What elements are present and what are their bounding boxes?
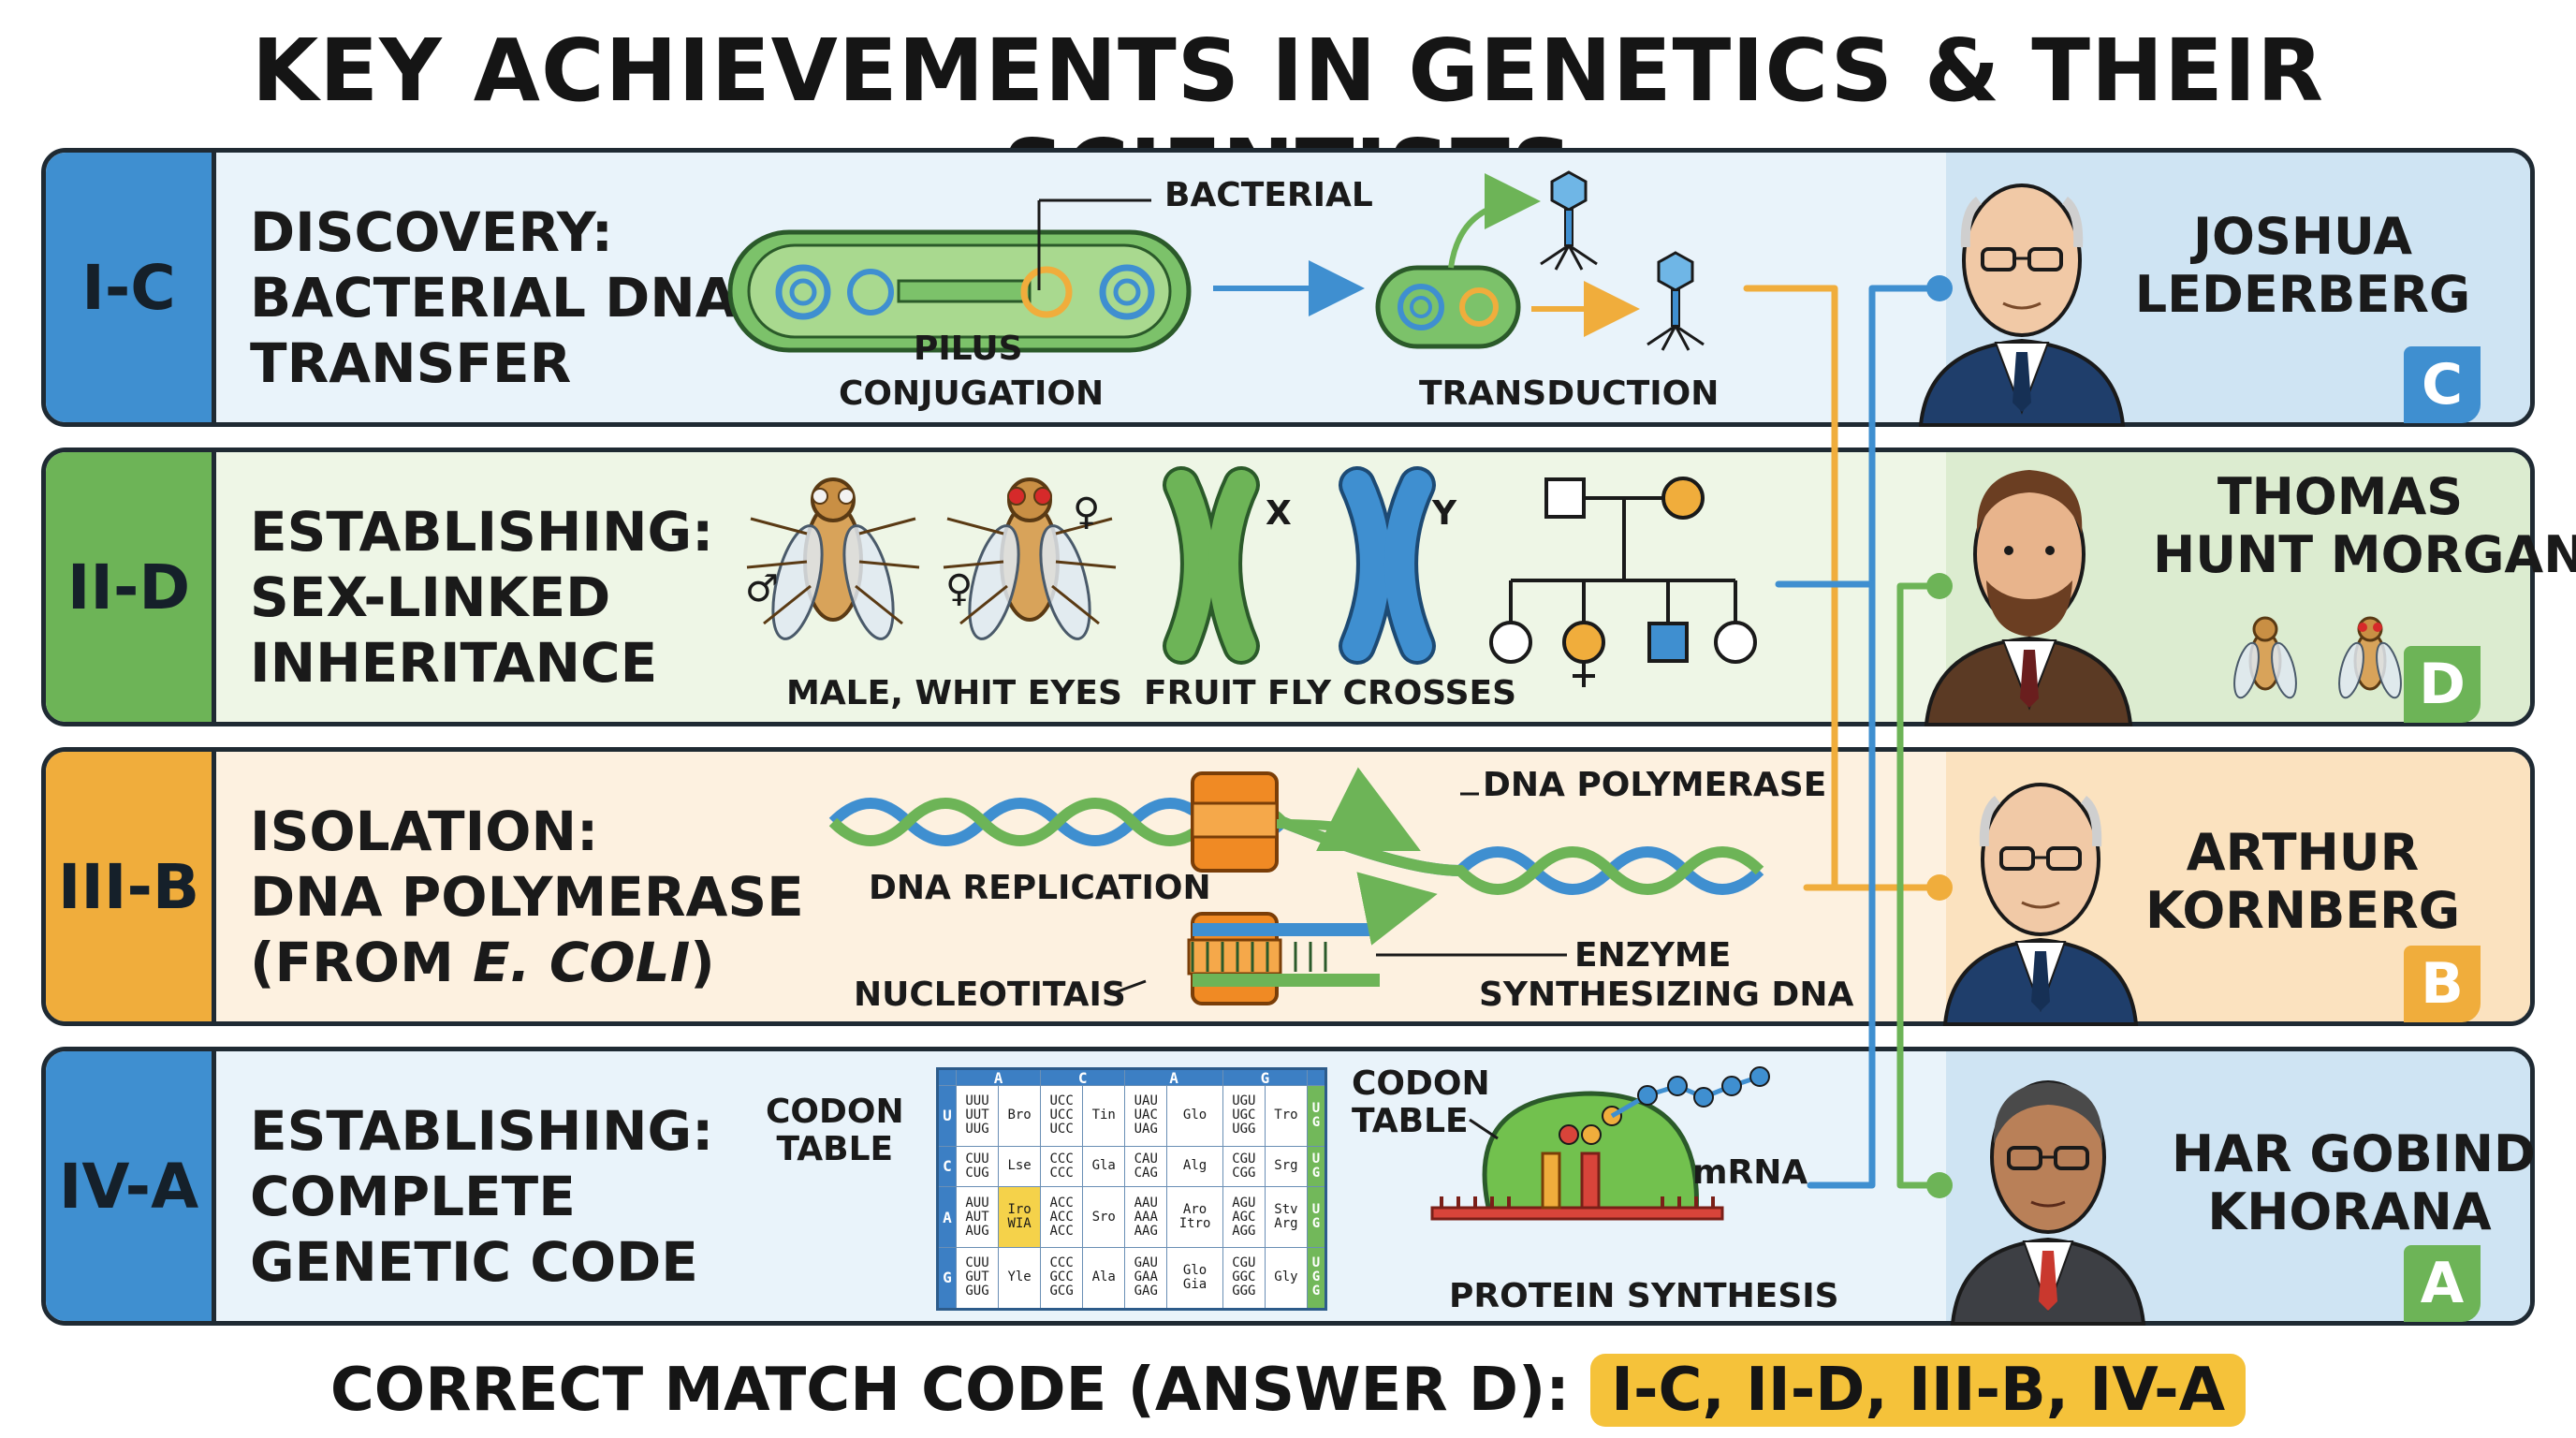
male-fly-icon	[746, 477, 920, 640]
label-fruit-fly-crosses: FRUIT FLY CROSSES	[1144, 674, 1517, 712]
answer-prefix: CORRECT MATCH CODE (ANSWER D):	[329, 1356, 1591, 1425]
match-code: IV-A	[46, 1051, 216, 1321]
label-enzyme: ENZYME	[1574, 936, 1732, 975]
avatar	[1950, 1080, 2146, 1326]
avatar	[1924, 470, 2133, 726]
answer-letter-badge: D	[2404, 646, 2481, 723]
codon-header: C	[1040, 1068, 1126, 1086]
avatar	[1918, 183, 2126, 427]
dna-replication-illustration	[828, 767, 1764, 895]
answer-highlight: I-C, II-D, III-B, IV-A	[1590, 1354, 2247, 1427]
fly-icon	[2233, 616, 2297, 699]
female-symbol-icon: ♀	[1073, 491, 1101, 534]
connector-blue	[1775, 285, 1943, 588]
codon-header: A	[1124, 1068, 1223, 1086]
avatar	[1942, 783, 2139, 1026]
y-chromosome-icon	[1339, 466, 1436, 665]
label-male-white-eyes: MALE, WHIT EYES	[786, 674, 1122, 712]
label-mrna: mRNA	[1692, 1153, 1808, 1192]
x-chromosome-icon	[1163, 466, 1260, 665]
fly-icon	[2338, 616, 2402, 699]
label-transduction: TRANSDUCTION	[1419, 374, 1720, 413]
codon-header: G	[1222, 1068, 1309, 1086]
achievement-description: ISOLATION:DNA POLYMERASE (FROM E. COLI)	[250, 800, 804, 994]
male-symbol-icon: ♂	[745, 567, 779, 610]
connector-green	[1896, 582, 1943, 1189]
match-code: II-D	[46, 452, 216, 722]
conjugation-illustration	[727, 198, 1192, 353]
female-symbol-icon: ♀	[945, 567, 973, 610]
connector-orange	[1743, 285, 1838, 891]
ribosome-illustration	[1430, 1066, 1770, 1221]
label-nucleotides: NUCLEOTITAIS	[854, 976, 1126, 1014]
answer-footer: CORRECT MATCH CODE (ANSWER D): I-C, II-D…	[0, 1354, 2576, 1427]
codon-table-corner	[1307, 1068, 1326, 1086]
answer-letter-badge: C	[2404, 346, 2481, 423]
codon-table-corner	[937, 1068, 957, 1086]
codon-header: A	[955, 1068, 1042, 1086]
nucleotides-illustration	[1109, 872, 1567, 1005]
label-pilus: PILUS	[914, 330, 1023, 368]
label-synthesizing-dna: SYNTHESIZING DNA	[1479, 976, 1854, 1014]
match-code: I-C	[46, 153, 216, 422]
match-code: III-B	[46, 752, 216, 1021]
transduction-illustration	[1375, 170, 1705, 351]
label-dna-polymerase: DNA POLYMERASE	[1483, 766, 1827, 804]
label-y-chromosome: Y	[1432, 494, 1457, 533]
label-bacterial: BACTERIAL	[1164, 176, 1373, 214]
answer-letter-badge: A	[2404, 1245, 2481, 1322]
label-protein-synthesis: PROTEIN SYNTHESIS	[1449, 1277, 1839, 1315]
female-fly-icon	[943, 477, 1117, 640]
label-conjugation: CONJUGATION	[839, 374, 1105, 413]
answer-letter-badge: B	[2404, 946, 2481, 1022]
label-dna-replication: DNA REPLICATION	[869, 869, 1211, 907]
label-x-chromosome: X	[1266, 494, 1292, 533]
connector-lines	[1743, 275, 1953, 1198]
pedigree-chart-icon	[1489, 477, 1757, 687]
